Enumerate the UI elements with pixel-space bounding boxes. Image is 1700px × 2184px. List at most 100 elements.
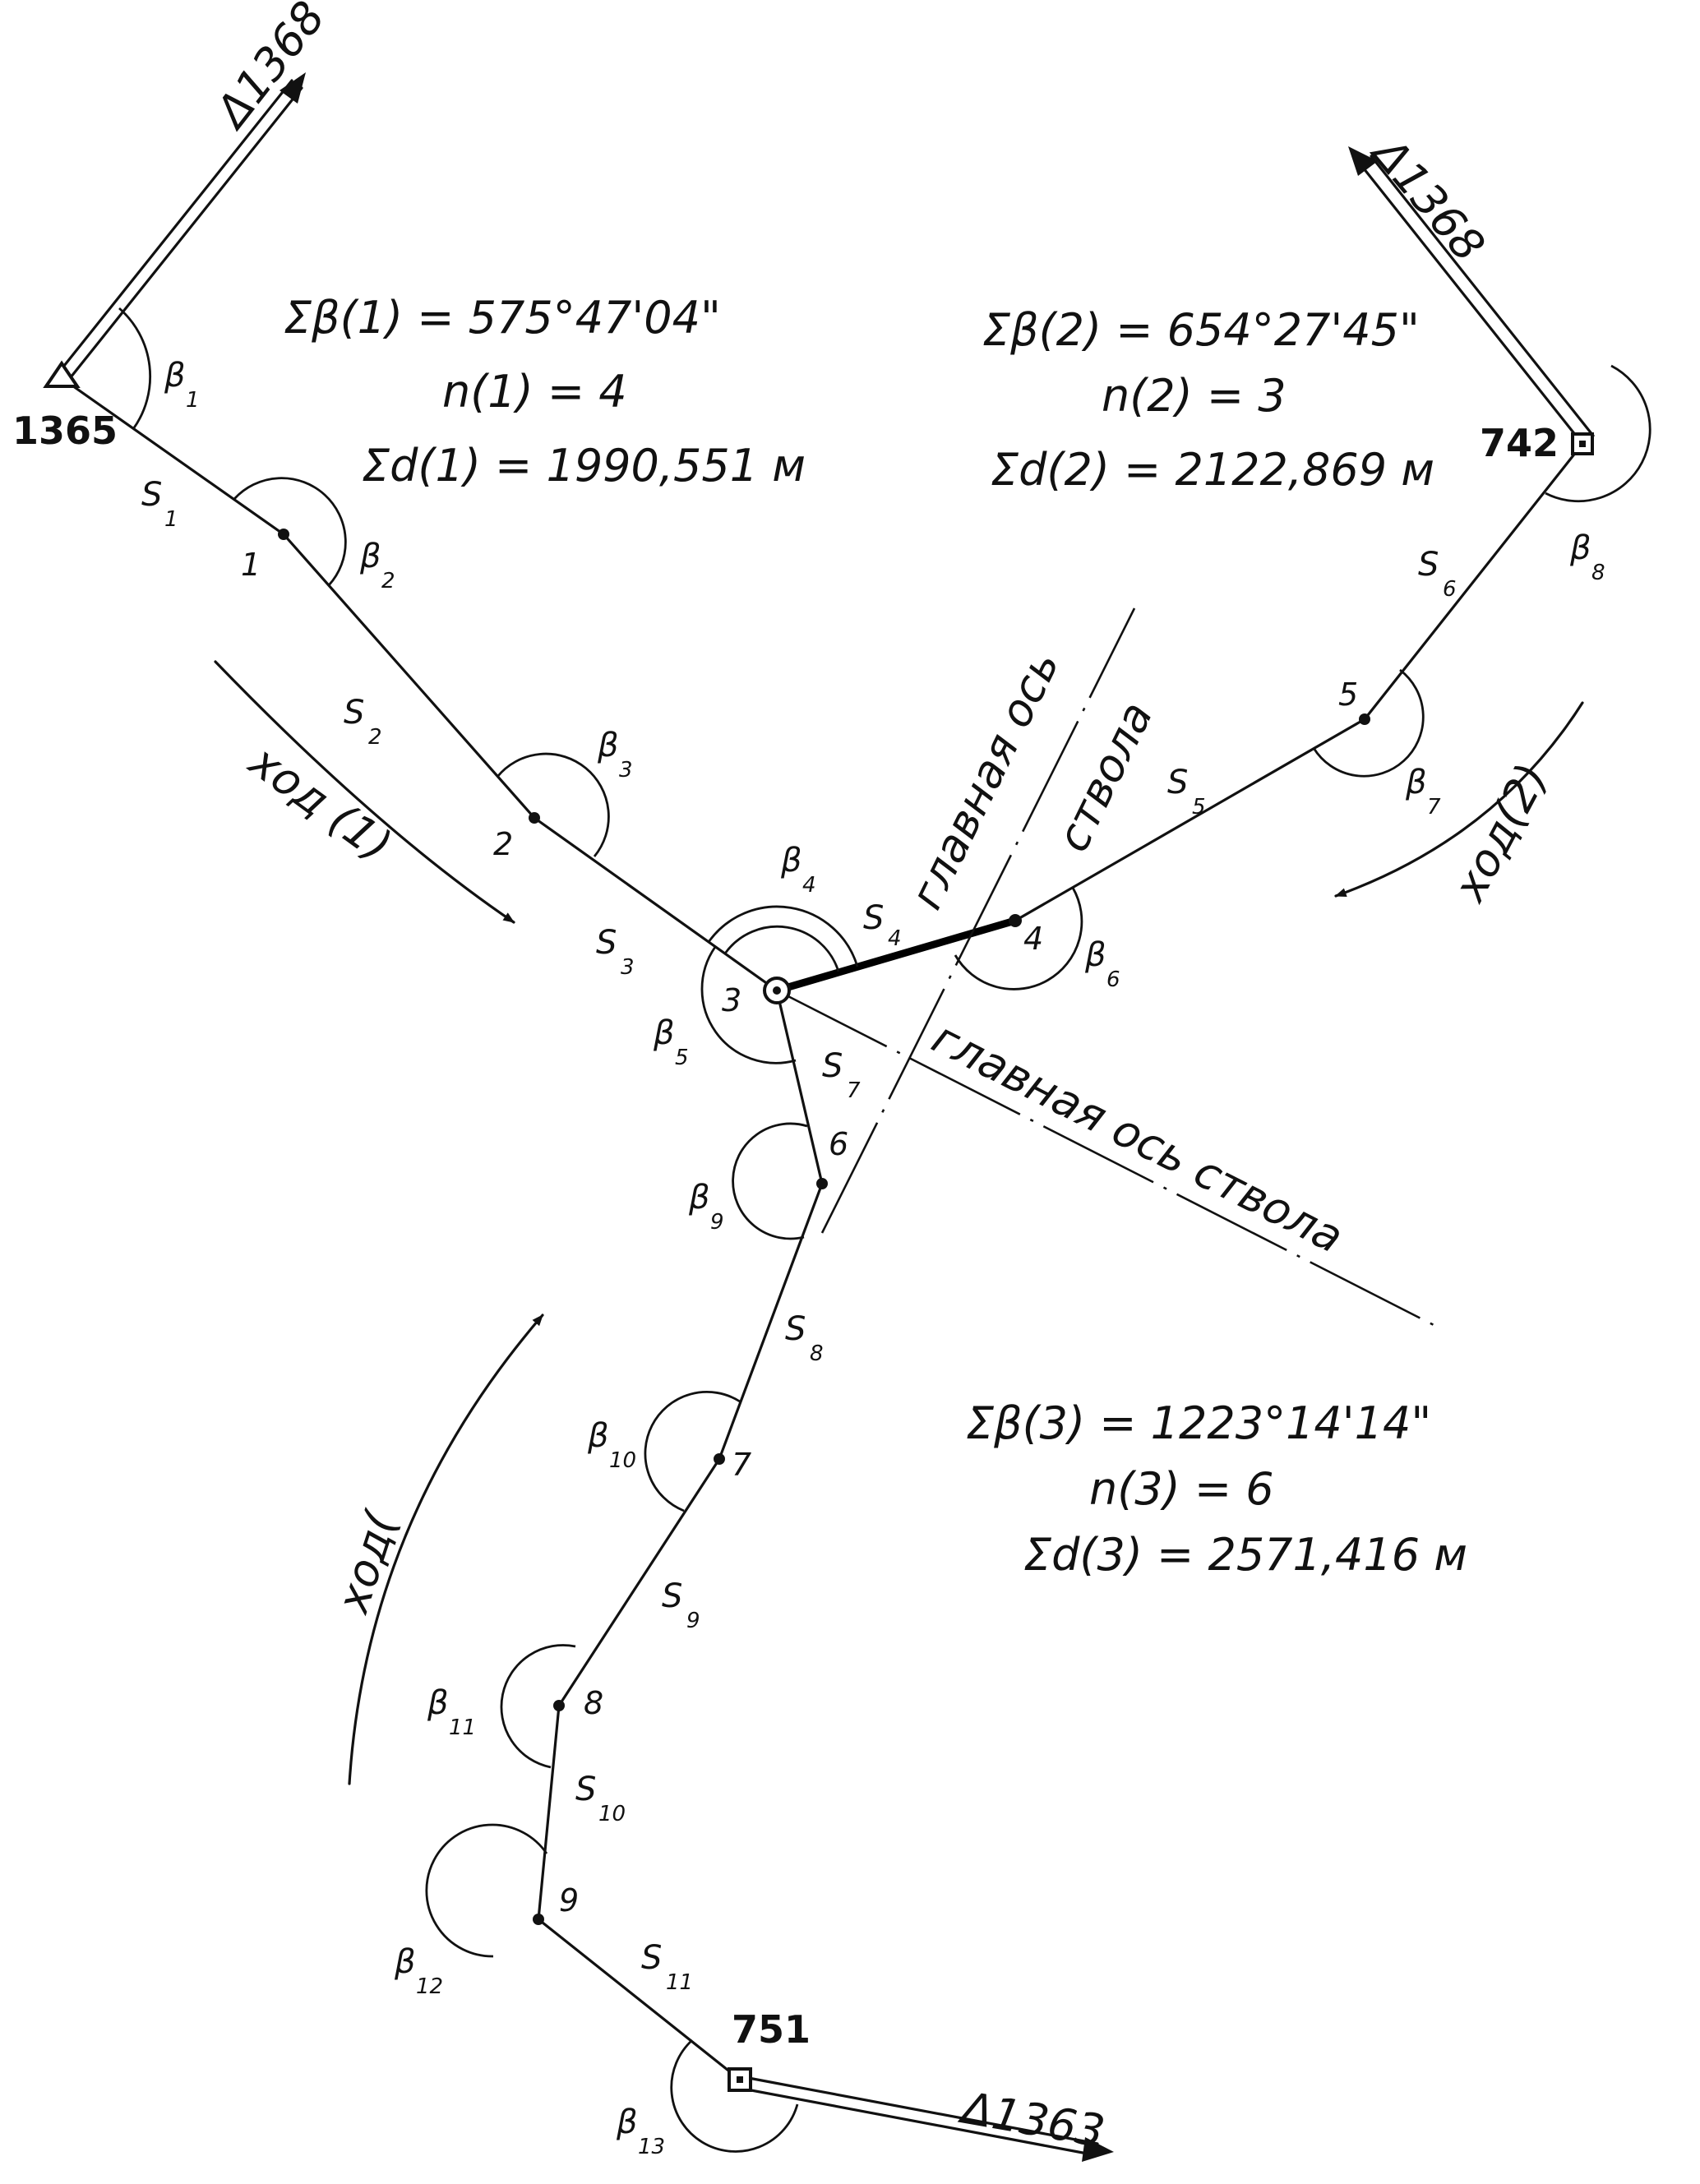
side-label-s5: S5 [1167, 764, 1206, 820]
summary-2-n: n(2) = 3 [1102, 370, 1287, 422]
side-label-s10: S10 [575, 1771, 626, 1826]
square-station-742-marker [1571, 432, 1594, 455]
svg-text:β: β [688, 1179, 710, 1217]
axis-a-label-top: главная ось [900, 643, 1069, 917]
summary-3-sum-beta: Σβ(3) = 1223°14'14" [966, 1397, 1431, 1449]
svg-text:S: S [785, 1310, 806, 1348]
summary-2-sum-d: Σd(2) = 2122,869 м [991, 444, 1434, 496]
angle-label-b8: β8 [1569, 529, 1605, 585]
point-4-marker [1009, 914, 1022, 927]
traverse-label-1: ход (1) [239, 734, 401, 871]
reference-label-left: Δ1368 [204, 0, 335, 139]
summary-3-n: n(3) = 6 [1089, 1463, 1274, 1515]
traverse-2-arrow [1334, 701, 1584, 898]
svg-text:S: S [141, 476, 162, 514]
arc-beta-8 [1545, 364, 1651, 503]
arc-beta-5 [700, 946, 797, 1064]
point-5-marker [1359, 713, 1370, 725]
svg-text:12: 12 [416, 1974, 443, 1999]
angle-label-b1: β1 [164, 357, 200, 413]
point-label-4: 4 [1023, 921, 1043, 957]
side-label-s7: S7 [822, 1047, 861, 1103]
angle-label-b12: β12 [394, 1943, 443, 1999]
shaft-axis-a [820, 607, 1136, 1234]
svg-text:S: S [1167, 764, 1188, 801]
svg-text:β: β [587, 1417, 609, 1455]
svg-text:β: β [427, 1684, 449, 1722]
svg-text:S: S [662, 1577, 682, 1615]
point-label-5: 5 [1338, 676, 1358, 713]
svg-text:11: 11 [449, 1715, 476, 1740]
svg-text:S: S [863, 899, 884, 937]
side-label-s3: S3 [596, 924, 635, 980]
svg-text:S: S [822, 1047, 843, 1085]
angle-label-b2: β2 [359, 538, 395, 593]
point-label-3: 3 [722, 982, 741, 1018]
side-label-s11: S11 [641, 1939, 693, 1995]
arc-beta-7 [1312, 668, 1425, 778]
shaft-axis-b [776, 989, 1439, 1329]
point-2-marker [529, 812, 540, 824]
summary-1-sum-d: Σd(1) = 1990,551 м [362, 440, 806, 492]
orientation-arrow-1368-left [56, 72, 306, 383]
svg-text:5: 5 [1192, 795, 1206, 820]
svg-text:11: 11 [666, 1970, 693, 1995]
point-label-6: 6 [829, 1126, 848, 1162]
svg-text:7: 7 [1427, 795, 1441, 820]
angle-label-b9: β9 [688, 1179, 724, 1235]
arc-beta-12 [425, 1823, 548, 1958]
arc-beta-1 [118, 307, 152, 430]
traverse-3-arrow [348, 1314, 544, 1785]
station-label-751: 751 [732, 2007, 811, 2052]
svg-text:9: 9 [710, 1210, 724, 1235]
point-label-1: 1 [241, 547, 261, 583]
point-label-9: 9 [559, 1882, 579, 1919]
side-label-s9: S9 [662, 1577, 700, 1633]
arc-beta-10 [644, 1390, 741, 1512]
angle-label-b11: β11 [427, 1684, 476, 1740]
summary-traverse-2: Σβ(2) = 654°27'45" n(2) = 3 Σd(2) = 2122… [982, 304, 1434, 496]
point-7-marker [714, 1453, 725, 1465]
svg-text:13: 13 [638, 2135, 665, 2159]
angle-label-b6: β6 [1084, 936, 1120, 992]
svg-text:6: 6 [1106, 967, 1120, 992]
arc-beta-4-outer [707, 905, 859, 967]
traverse-1-line [60, 376, 778, 992]
svg-text:β: β [1569, 529, 1591, 567]
point-3-shaft-marker [763, 977, 791, 1004]
station-label-1365: 1365 [12, 409, 118, 453]
svg-text:10: 10 [609, 1448, 636, 1473]
side-label-s1: S1 [141, 476, 178, 532]
svg-text:9: 9 [686, 1609, 700, 1633]
svg-text:10: 10 [598, 1802, 626, 1826]
angle-labels: β1 β2 β3 β4 β5 β6 β7 β8 β9 β10 β11 β12 β… [164, 357, 1605, 2159]
point-1-marker [278, 529, 289, 540]
svg-text:2: 2 [381, 569, 395, 593]
svg-text:β: β [616, 2103, 638, 2141]
side-s4-bold [773, 917, 1019, 995]
reference-label-bottom: Δ1363 [955, 2081, 1109, 2158]
axis-b-label: главная ось ствола [924, 1011, 1351, 1263]
svg-text:S: S [575, 1771, 596, 1808]
angle-label-b3: β3 [597, 727, 633, 783]
traverse-1-arrow [214, 660, 515, 924]
triangle-station-1365-marker [43, 360, 81, 388]
angle-label-b7: β7 [1405, 764, 1441, 820]
point-8-marker [553, 1700, 565, 1711]
svg-text:β: β [780, 842, 802, 880]
side-label-s6: S6 [1418, 546, 1457, 602]
summary-3-sum-d: Σd(3) = 2571,416 м [1023, 1529, 1467, 1581]
svg-text:S: S [596, 924, 617, 962]
svg-text:8: 8 [810, 1341, 824, 1366]
summary-traverse-1: Σβ(1) = 575°47'04" n(1) = 4 Σd(1) = 1990… [284, 292, 806, 492]
arc-beta-9 [732, 1122, 808, 1240]
arc-beta-11 [500, 1644, 576, 1769]
svg-text:β: β [597, 727, 619, 764]
svg-text:3: 3 [619, 758, 633, 783]
svg-text:β: β [653, 1014, 675, 1052]
point-label-2: 2 [493, 826, 513, 862]
angle-label-b4: β4 [780, 842, 816, 898]
traverse-3-line [537, 989, 824, 2081]
station-label-742: 742 [1480, 421, 1559, 465]
svg-text:1: 1 [186, 388, 200, 413]
